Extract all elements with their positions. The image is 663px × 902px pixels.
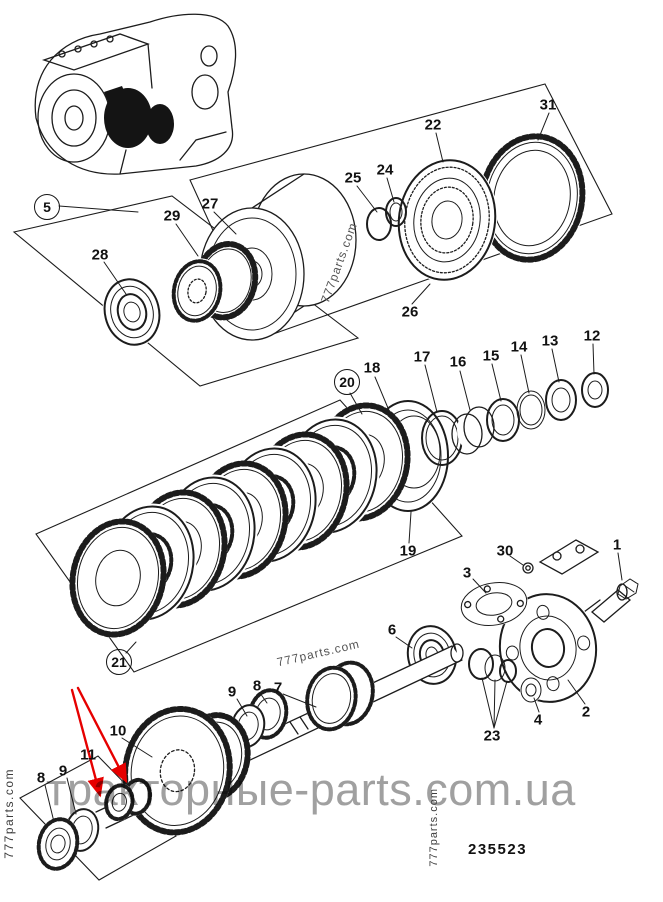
callout-8-left: 8 bbox=[36, 769, 46, 787]
callout-3: 3 bbox=[462, 564, 472, 582]
callout-16: 16 bbox=[449, 353, 467, 371]
callout-28: 28 bbox=[91, 246, 109, 264]
callout-29: 29 bbox=[163, 207, 181, 225]
input-gear-group bbox=[102, 241, 259, 347]
leader-lines bbox=[44, 112, 623, 823]
part-number: 235523 bbox=[468, 841, 528, 858]
callout-18: 18 bbox=[363, 359, 381, 377]
callout-10: 10 bbox=[109, 722, 127, 740]
callout-11: 11 bbox=[80, 746, 96, 764]
callout-25: 25 bbox=[344, 169, 362, 187]
callout-13: 13 bbox=[541, 332, 559, 350]
callout-21: 21 bbox=[106, 649, 132, 675]
callout-15: 15 bbox=[482, 347, 500, 365]
callout-9-right: 9 bbox=[227, 683, 237, 701]
clutch-drum-group bbox=[199, 132, 587, 341]
clutch-disc-stack bbox=[69, 402, 411, 638]
callout-2: 2 bbox=[581, 703, 591, 721]
callout-30: 30 bbox=[496, 542, 514, 560]
callout-24: 24 bbox=[376, 161, 394, 179]
callout-5: 5 bbox=[34, 194, 60, 220]
output-flange-group bbox=[405, 539, 639, 704]
callout-22: 22 bbox=[424, 116, 442, 134]
callout-27: 27 bbox=[201, 195, 219, 213]
callout-9-left: 9 bbox=[58, 762, 68, 780]
callout-23: 23 bbox=[483, 727, 501, 745]
callout-20: 20 bbox=[334, 369, 360, 395]
callout-7: 7 bbox=[273, 679, 283, 697]
callout-12: 12 bbox=[583, 327, 601, 345]
callout-8-right: 8 bbox=[252, 677, 262, 695]
red-pointer-arrows bbox=[70, 686, 128, 798]
callout-6: 6 bbox=[387, 621, 397, 639]
callout-4: 4 bbox=[533, 711, 543, 729]
callout-31: 31 bbox=[539, 96, 557, 114]
callout-1: 1 bbox=[612, 536, 622, 554]
callout-14: 14 bbox=[510, 338, 528, 356]
callout-17: 17 bbox=[413, 348, 431, 366]
transmission-overview-sketch bbox=[34, 13, 237, 175]
countershaft-group bbox=[36, 643, 464, 871]
callout-19: 19 bbox=[399, 542, 417, 560]
callout-26: 26 bbox=[401, 303, 419, 321]
